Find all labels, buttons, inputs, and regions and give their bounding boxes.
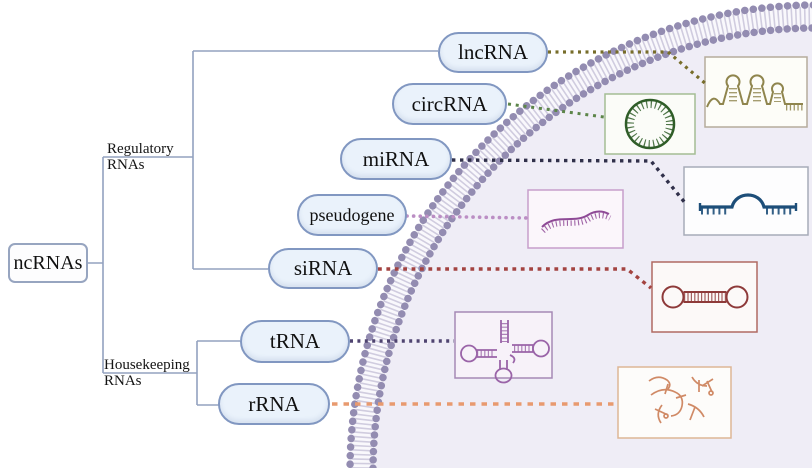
rrna-illustration-box	[617, 366, 732, 439]
pseudogene-connector-line	[405, 214, 529, 220]
node-ncrnas: ncRNAs	[8, 243, 88, 283]
group-label-housekeeping-line1: Housekeeping	[104, 357, 190, 373]
group-label-regulatory-line2: RNAs	[107, 156, 145, 173]
double-strand-dumbbell-icon	[661, 285, 749, 309]
three-hairpin-stem-loops-icon	[706, 74, 803, 111]
mirna-connector-line	[451, 158, 688, 206]
group-label-housekeeping-line2: RNAs	[104, 372, 142, 389]
circrna-illustration-box	[604, 93, 696, 155]
single-strand-wavy-icon	[541, 210, 612, 234]
branched-secondary-structure-icon	[648, 376, 714, 424]
mirna-illustration-box	[683, 166, 809, 236]
node-circrna: circRNA	[392, 83, 507, 125]
sirna-connector-line	[378, 267, 653, 290]
group-label-regulatory-line1: Regulatory	[107, 141, 174, 157]
node-rrna: rRNA	[218, 383, 330, 425]
group-label-regulatory: Regulatory RNAs	[107, 141, 174, 173]
hairpin-duplex-with-loop-icon	[698, 193, 798, 215]
tree-branch-lines	[88, 50, 438, 406]
node-lncrna: lncRNA	[438, 32, 548, 73]
lncrna-connector-line	[548, 50, 708, 86]
node-sirna: siRNA	[268, 248, 378, 289]
circrna-connector-line	[507, 102, 605, 119]
node-trna: tRNA	[240, 320, 350, 363]
node-mirna: miRNA	[340, 138, 452, 180]
node-pseudogene: pseudogene	[297, 194, 407, 236]
circular-rna-ring-icon	[624, 98, 676, 150]
group-label-housekeeping: Housekeeping RNAs	[104, 357, 190, 389]
cloverleaf-icon	[460, 320, 550, 384]
